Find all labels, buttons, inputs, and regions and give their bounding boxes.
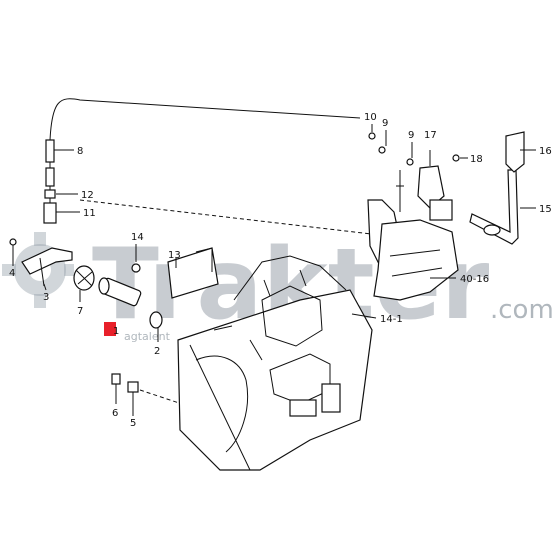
bolt-6 <box>111 373 121 400</box>
shift-lever <box>469 169 519 245</box>
label-part-5: 5 <box>130 418 136 429</box>
watermark-tagline: agtalent <box>124 330 171 343</box>
part-labels: 8 12 11 4 3 7 1 2 14 13 6 5 14-1 40-16 1… <box>9 112 552 429</box>
leader-lines <box>12 124 536 416</box>
cable-spring <box>43 202 57 224</box>
label-part-17: 17 <box>424 130 437 141</box>
cable-nut <box>44 189 56 199</box>
label-part-8: 8 <box>77 146 83 157</box>
cover-plate <box>167 247 219 299</box>
label-part-4: 4 <box>9 268 15 279</box>
label-part-3: 3 <box>43 292 49 303</box>
cable-end-fitting <box>45 139 55 163</box>
shift-linkage <box>367 132 460 301</box>
label-part-18: 18 <box>470 154 483 165</box>
cable-adjuster <box>45 167 55 187</box>
label-part-6: 6 <box>112 408 118 419</box>
shift-knob <box>505 131 525 173</box>
highlight-marker <box>104 322 116 336</box>
label-part-13: 13 <box>168 250 181 261</box>
boot <box>73 265 95 291</box>
label-part-7: 7 <box>77 306 83 317</box>
control-cable <box>43 98 381 236</box>
o-ring <box>149 311 163 329</box>
clutch-cylinder <box>98 277 142 307</box>
watermark-suffix: .com <box>490 295 554 325</box>
washer-5 <box>127 381 139 412</box>
label-part-9-left: 9 <box>382 118 388 129</box>
label-part-15: 15 <box>539 204 552 215</box>
bolt <box>9 238 17 258</box>
label-part-16: 16 <box>539 146 552 157</box>
bolt-14 <box>131 244 141 273</box>
label-part-12: 12 <box>81 190 94 201</box>
label-part-10: 10 <box>364 112 377 123</box>
label-part-14-1: 14-1 <box>380 314 403 325</box>
label-part-1: 1 <box>113 326 119 337</box>
bracket <box>21 247 73 287</box>
transmission-housing <box>177 255 373 471</box>
label-part-40-16: 40-16 <box>460 274 489 285</box>
label-part-9-right: 9 <box>408 130 414 141</box>
label-part-2: 2 <box>154 346 160 357</box>
label-part-11: 11 <box>83 208 96 219</box>
label-part-14: 14 <box>131 232 144 243</box>
